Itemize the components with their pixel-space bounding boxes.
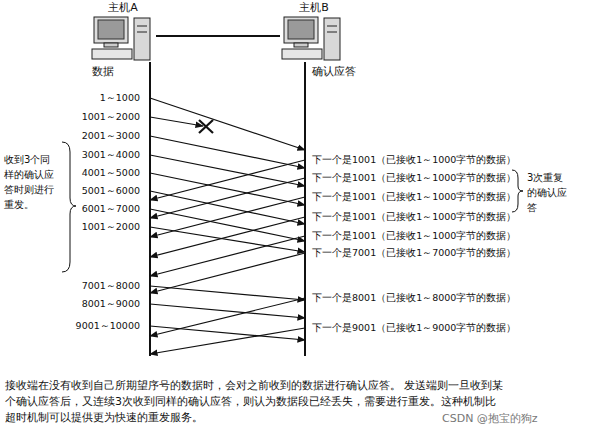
watermark: CSDN @抱宝的狗z — [440, 412, 540, 425]
segment-range: 2001～3000 — [82, 130, 140, 141]
segment-range: 8001～9000 — [82, 298, 140, 309]
segment-arrow — [150, 286, 305, 300]
ack-label: 下一个是1001（已接收1～1000字节的数据） — [312, 172, 516, 183]
segment-range: 7001～8000 — [82, 280, 140, 291]
segment-range: 9001～10000 — [76, 320, 140, 331]
note: 3次重复的确认应答 — [527, 170, 571, 215]
segment-range: 4001～5000 — [82, 167, 140, 178]
host-computer: 主机A — [90, 0, 156, 62]
segment-arrow — [150, 298, 305, 336]
lost-mark — [199, 120, 213, 133]
computer-icon — [280, 14, 348, 62]
segment-arrow — [150, 253, 305, 293]
segment-arrow — [150, 209, 305, 241]
caption: 接收端在没有收到自己所期望序号的数据时，会对之前收到的数据进行确认应答。 发送端… — [5, 378, 505, 426]
retransmit-brace — [62, 142, 76, 272]
segment-range: 1～1000 — [100, 92, 140, 103]
segment-arrow — [150, 326, 305, 340]
segment-range: 6001～7000 — [82, 203, 140, 214]
ack-label: 下一个是9001（已接收1～9000字节的数据） — [312, 322, 516, 333]
ack-label: 下一个是8001（已接收1～8000字节的数据） — [312, 292, 516, 303]
ack-label: 下一个是1001（已接收1～1000字节的数据） — [312, 211, 516, 222]
segment-arrow — [150, 328, 305, 354]
column-header: 确认应答 — [312, 65, 356, 78]
ack-label: 下一个是7001（已接收1～7000字节的数据） — [312, 247, 516, 258]
segment-arrow — [150, 236, 305, 276]
column-header: 数据 — [92, 65, 114, 78]
segment-arrow — [150, 136, 305, 168]
host-name: 主机B — [280, 0, 348, 15]
host-b-timeline — [304, 62, 306, 356]
segment-arrow — [150, 155, 305, 186]
segment-arrow — [150, 304, 305, 318]
ack-label: 下一个是1001（已接收1～1000字节的数据） — [312, 230, 516, 241]
segment-arrow — [150, 217, 305, 257]
note: 收到3个同样的确认应答时则进行重发。 — [4, 152, 60, 212]
lost-segment-arrow — [150, 117, 203, 126]
segment-arrow — [150, 98, 305, 150]
computer-icon — [90, 14, 156, 62]
segment-range: 1001～2000 — [82, 111, 140, 122]
segment-arrow — [150, 197, 305, 237]
ack-label: 下一个是1001（已接收1～1000字节的数据） — [312, 191, 516, 202]
segment-range: 5001～6000 — [82, 185, 140, 196]
host-computer: 主机B — [280, 0, 348, 62]
segment-arrow — [150, 173, 305, 205]
segment-arrow — [150, 160, 305, 200]
host-name: 主机A — [90, 0, 156, 15]
network-link — [156, 35, 280, 37]
ack-label: 下一个是1001（已接收1～1000字节的数据） — [312, 154, 516, 165]
segment-arrows — [150, 98, 305, 354]
segment-arrow — [150, 191, 305, 224]
segment-range: 3001～4000 — [82, 149, 140, 160]
segment-arrow — [150, 178, 305, 218]
segment-range: 1001～2000 — [82, 221, 140, 232]
